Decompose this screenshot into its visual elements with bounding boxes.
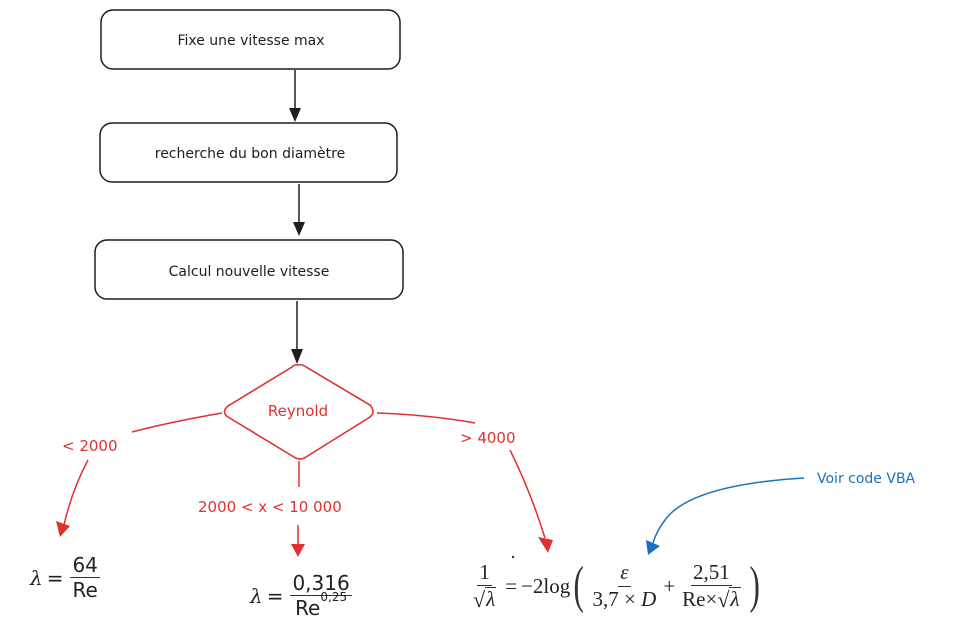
equals-sign: = [266,583,284,608]
denominator: Re0,25 [293,591,349,620]
radical-icon: √ [717,587,730,613]
denominator-prefix: 3,7 × [592,586,642,611]
term2-fraction: 2,51 Re×√λ [680,560,742,611]
numerator: ε [618,561,631,587]
exponent: 0,25 [320,590,348,605]
equals-sign: = [505,573,518,598]
lhs-fraction: 1 √λ [471,560,498,611]
branch-middle-transition: 2000 < x < 10 000 [198,461,342,557]
branch-right-turbulent: > 4000 [376,412,553,553]
numerator: 0,316 [290,571,352,596]
denominator: Re×√λ [680,586,742,611]
branch-label-right: > 4000 [460,429,516,447]
process-box-label: recherche du bon diamètre [155,146,345,162]
numerator: 64 [70,553,100,578]
process-box-fixe-vitesse[interactable]: Fixe une vitesse max [100,9,401,70]
sqrt-lambda: √λ [471,586,498,611]
process-box-recherche-diametre[interactable]: recherche du bon diamètre [99,122,398,183]
equals-sign: = [46,565,64,590]
numerator: 1 [477,560,492,586]
log-coefficient: −2log [521,573,571,598]
sqrt-argument: λ [485,587,497,611]
annotation-voir-code-vba[interactable]: Voir code VBA [646,471,916,555]
numerator: 2,51 [690,560,732,586]
branch-label-left: < 2000 [62,437,118,455]
formula-blasius: λ = 0,316 Re0,25 [250,572,355,619]
stray-dot [511,555,515,559]
decision-diamond-reynold[interactable]: Reynold [223,363,374,460]
arrow-step1-to-step2 [289,70,301,122]
formula-colebrook: 1 √λ = −2log ( ε 3,7 × D + 2,51 Re×√λ ) [468,560,763,612]
term1-fraction: ε 3,7 × D [591,561,659,610]
process-box-calcul-vitesse[interactable]: Calcul nouvelle vitesse [94,239,404,300]
formula-laminar: λ = 64 Re [30,554,103,601]
diameter-symbol: D [641,586,657,611]
plus-sign: + [663,573,676,598]
denominator-prefix: Re× [682,587,718,611]
denominator: Re [72,578,98,602]
process-box-label: Calcul nouvelle vitesse [169,264,330,280]
process-box-label: Fixe une vitesse max [177,33,324,49]
annotation-label: Voir code VBA [817,471,916,487]
fraction: 0,316 Re0,25 [290,571,352,620]
arrow-step3-to-decision [291,301,303,364]
arrow-step2-to-step3 [293,184,305,236]
left-paren: ( [573,557,585,614]
decision-label: Reynold [268,402,328,420]
right-paren: ) [748,557,760,614]
branch-label-middle: 2000 < x < 10 000 [198,498,342,516]
lambda-symbol: λ [30,565,43,590]
branch-left-laminar: < 2000 [56,412,223,537]
reynolds-symbol: Re [295,596,321,620]
lambda-symbol: λ [250,583,263,608]
radical-icon: √ [473,587,486,613]
sqrt-argument: λ [729,587,741,611]
fraction: 64 Re [70,553,100,602]
denominator: 3,7 × D [591,587,659,611]
